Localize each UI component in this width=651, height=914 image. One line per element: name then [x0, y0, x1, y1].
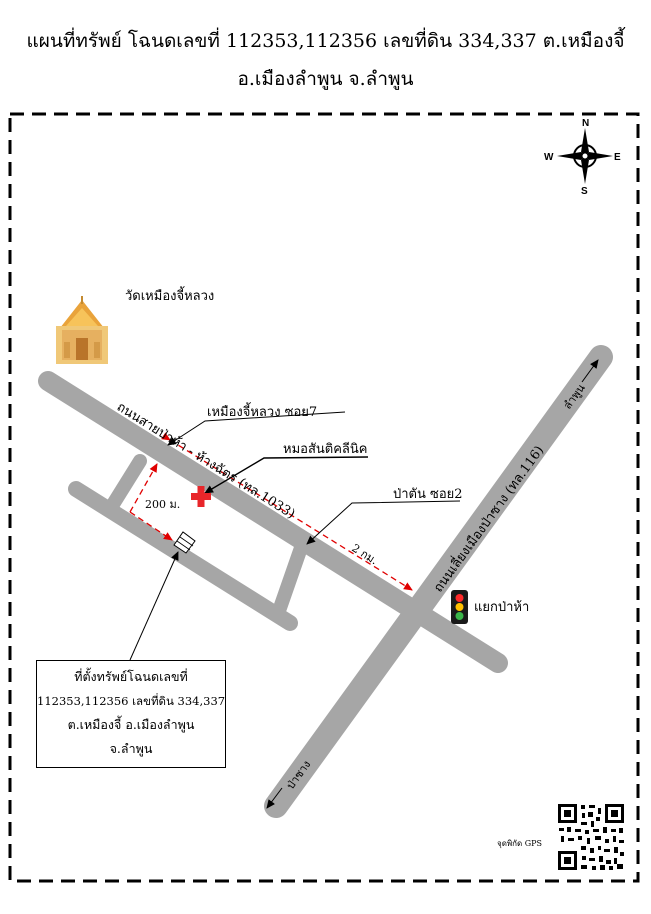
map-title-line1: แผนที่ทรัพย์ โฉนดเลขที่ 112353,112356 เล…	[26, 30, 625, 52]
property-info-line4: จ.ลำพูน	[109, 741, 153, 756]
soi7-road	[105, 454, 147, 513]
map-title-line2: อ.เมืองลำพูน จ.ลำพูน	[237, 68, 414, 90]
traffic-light-icon	[451, 590, 468, 624]
property-house-icon	[173, 531, 196, 554]
qr-caption: จุดพิกัด GPS	[497, 839, 542, 848]
property-info-line3: ต.เหมืองจี้ อ.เมืองลำพูน	[67, 717, 195, 732]
soi7-callout-line	[167, 411, 346, 446]
compass-rose-icon	[557, 128, 613, 184]
distance-200m-label: 200 ม.	[145, 498, 180, 511]
temple-icon	[56, 296, 108, 364]
traffic-light-label: แยกป่าห้า	[474, 600, 529, 615]
property-pointer-line	[129, 551, 179, 661]
map-frame	[8, 112, 640, 883]
clinic-cross-icon	[191, 486, 211, 507]
highway-116	[264, 345, 613, 818]
compass-south-label: S	[581, 186, 588, 197]
compass-east-label: E	[614, 152, 621, 163]
property-info-box: ที่ตั้งทรัพย์โฉนดเลขที่ 112353,112356 เล…	[36, 660, 226, 768]
compass-north-label: N	[582, 118, 589, 129]
compass-west-label: W	[544, 152, 554, 163]
soi2-callout-line	[306, 500, 461, 545]
highway-label: ถนนเลี่ยงเมืองป่าซาง (ทล.116)	[429, 442, 547, 595]
soi2-road	[273, 535, 310, 615]
clinic-label: หมอสันติคลีนิค	[283, 441, 367, 457]
to-pasang-arrow	[266, 787, 283, 809]
qr-code-icon	[556, 802, 626, 872]
soi2-label: ป่าตัน ซอย2	[393, 487, 463, 502]
to-lamphun-arrow	[581, 359, 599, 383]
soi7-label: เหมืองจี้หลวง ซอย7	[207, 402, 317, 420]
temple-label: วัดเหมืองจี้หลวง	[125, 286, 214, 304]
route-line	[129, 432, 413, 591]
property-info-line2: 112353,112356 เลขที่ดิน 334,337	[37, 694, 226, 708]
clinic-callout-line	[204, 456, 369, 494]
property-info-line1: ที่ตั้งทรัพย์โฉนดเลขที่	[74, 669, 188, 684]
